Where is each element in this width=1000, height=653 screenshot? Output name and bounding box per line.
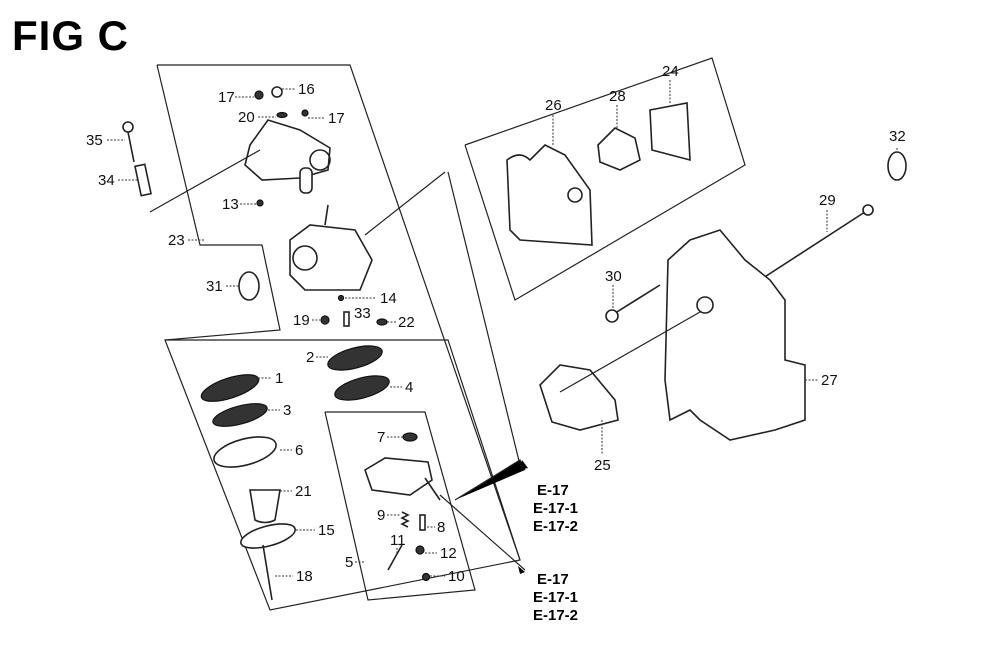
screw-16	[271, 86, 283, 98]
label-25: 25	[594, 457, 611, 474]
reference-upper-3[interactable]: E-17-2	[533, 518, 578, 535]
label-6: 6	[295, 442, 303, 459]
label-35: 35	[86, 132, 103, 149]
gasket-box	[464, 57, 746, 301]
reference-arrow-upper	[454, 459, 526, 501]
label-34: 34	[98, 172, 115, 189]
gasket-3	[212, 403, 268, 427]
label-17: 17	[328, 110, 345, 127]
figure-title: FIG C	[12, 12, 129, 59]
washer-20	[276, 111, 288, 119]
label-23: 23	[168, 232, 185, 249]
label-33: 33	[354, 305, 371, 322]
label-10: 10	[448, 568, 465, 585]
label-31: 31	[206, 278, 223, 295]
label-19: 19	[293, 312, 310, 329]
pin-11	[387, 544, 403, 571]
leader-line	[447, 171, 521, 466]
diaphragm-4	[334, 375, 390, 401]
reference-upper-2[interactable]: E-17-1	[533, 500, 578, 517]
label-11: 11	[390, 532, 406, 549]
arrowhead-upper	[520, 460, 528, 470]
reference-lower-1[interactable]: E-17	[537, 571, 569, 588]
retainer-15	[240, 523, 296, 549]
label-16: 16	[298, 81, 315, 98]
pump-nozzle	[424, 477, 441, 501]
label-9: 9	[377, 507, 385, 524]
part-7	[402, 432, 418, 442]
screw-17b	[301, 109, 309, 117]
inner-pump-box-5	[324, 411, 476, 601]
arrowhead-lower	[518, 566, 525, 574]
label-21: 21	[295, 483, 312, 500]
part-19	[320, 315, 330, 325]
needle-8	[419, 514, 426, 531]
label-28: 28	[609, 88, 626, 105]
lever-12	[415, 545, 425, 555]
lower-group-box	[165, 339, 521, 561]
gasket-1	[200, 374, 260, 402]
label-13: 13	[222, 196, 239, 213]
diaphragm-2	[327, 345, 383, 371]
o-ring-32	[887, 151, 907, 181]
label-26: 26	[545, 97, 562, 114]
label-15: 15	[318, 522, 335, 539]
part-22	[376, 318, 388, 326]
part-14	[337, 294, 345, 302]
part-13	[256, 199, 264, 207]
label-32: 32	[889, 128, 906, 145]
gasket-25	[539, 364, 619, 431]
part-33	[343, 311, 350, 327]
insulator-28	[597, 127, 641, 171]
leader-line	[149, 149, 261, 213]
bracket-27	[664, 229, 806, 441]
carburetor-body	[289, 204, 373, 291]
cover-6	[213, 436, 277, 468]
label-7: 7	[377, 429, 385, 446]
leader-line	[439, 494, 526, 571]
label-22: 22	[398, 314, 415, 331]
carburetor-top-cover	[244, 119, 331, 194]
label-8: 8	[437, 519, 445, 536]
label-3: 3	[283, 402, 291, 419]
bracket-27-hole	[696, 296, 714, 314]
label-29: 29	[819, 192, 836, 209]
collar-34	[134, 163, 152, 197]
bolt-29	[759, 209, 869, 281]
label-12: 12	[440, 545, 457, 562]
label-1: 1	[275, 370, 283, 387]
label-4: 4	[405, 379, 413, 396]
gasket-24	[649, 102, 691, 162]
leader-line	[559, 311, 701, 393]
reference-upper-1[interactable]: E-17	[537, 482, 569, 499]
label-14: 14	[380, 290, 397, 307]
bolt-30	[611, 284, 661, 316]
label-5: 5	[345, 554, 353, 571]
screw-18	[262, 544, 273, 601]
label-leaders	[107, 80, 898, 577]
bolt-29-head	[862, 204, 874, 216]
label-20: 20	[238, 109, 255, 126]
bolt-30-head	[605, 309, 619, 323]
screw-10	[421, 572, 431, 582]
leader-line	[364, 171, 446, 236]
label-2: 2	[306, 349, 314, 366]
reference-lower-2[interactable]: E-17-1	[533, 589, 578, 606]
spring-9	[400, 511, 410, 528]
pump-body	[364, 457, 433, 496]
primer-bulb-21	[249, 489, 281, 524]
gasket-26	[506, 144, 593, 246]
reference-lower-3[interactable]: E-17-2	[533, 607, 578, 624]
o-ring-31	[238, 271, 260, 301]
label-30: 30	[605, 268, 622, 285]
label-24: 24	[662, 63, 679, 80]
screw-17a	[254, 90, 264, 100]
label-27: 27	[821, 372, 838, 389]
gasket-26-hole	[567, 187, 583, 203]
label-17: 17	[218, 89, 235, 106]
label-18: 18	[296, 568, 313, 585]
bolt-35	[122, 121, 135, 163]
